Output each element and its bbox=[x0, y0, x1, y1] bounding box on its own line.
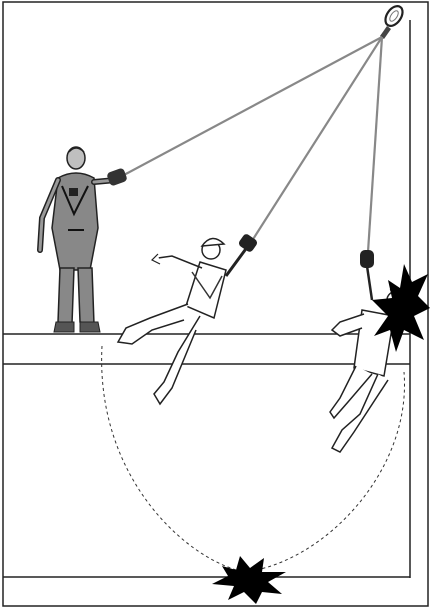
anchor-carabiner-icon bbox=[380, 3, 406, 39]
falling-worker-icon bbox=[118, 233, 259, 404]
lanyard-falling bbox=[250, 37, 382, 244]
lanyard-lines bbox=[122, 37, 382, 252]
lanyard-swinging bbox=[368, 37, 382, 252]
impact-burst-icon bbox=[212, 556, 286, 604]
standing-worker-icon bbox=[40, 147, 128, 332]
lanyard-standing bbox=[122, 37, 382, 176]
